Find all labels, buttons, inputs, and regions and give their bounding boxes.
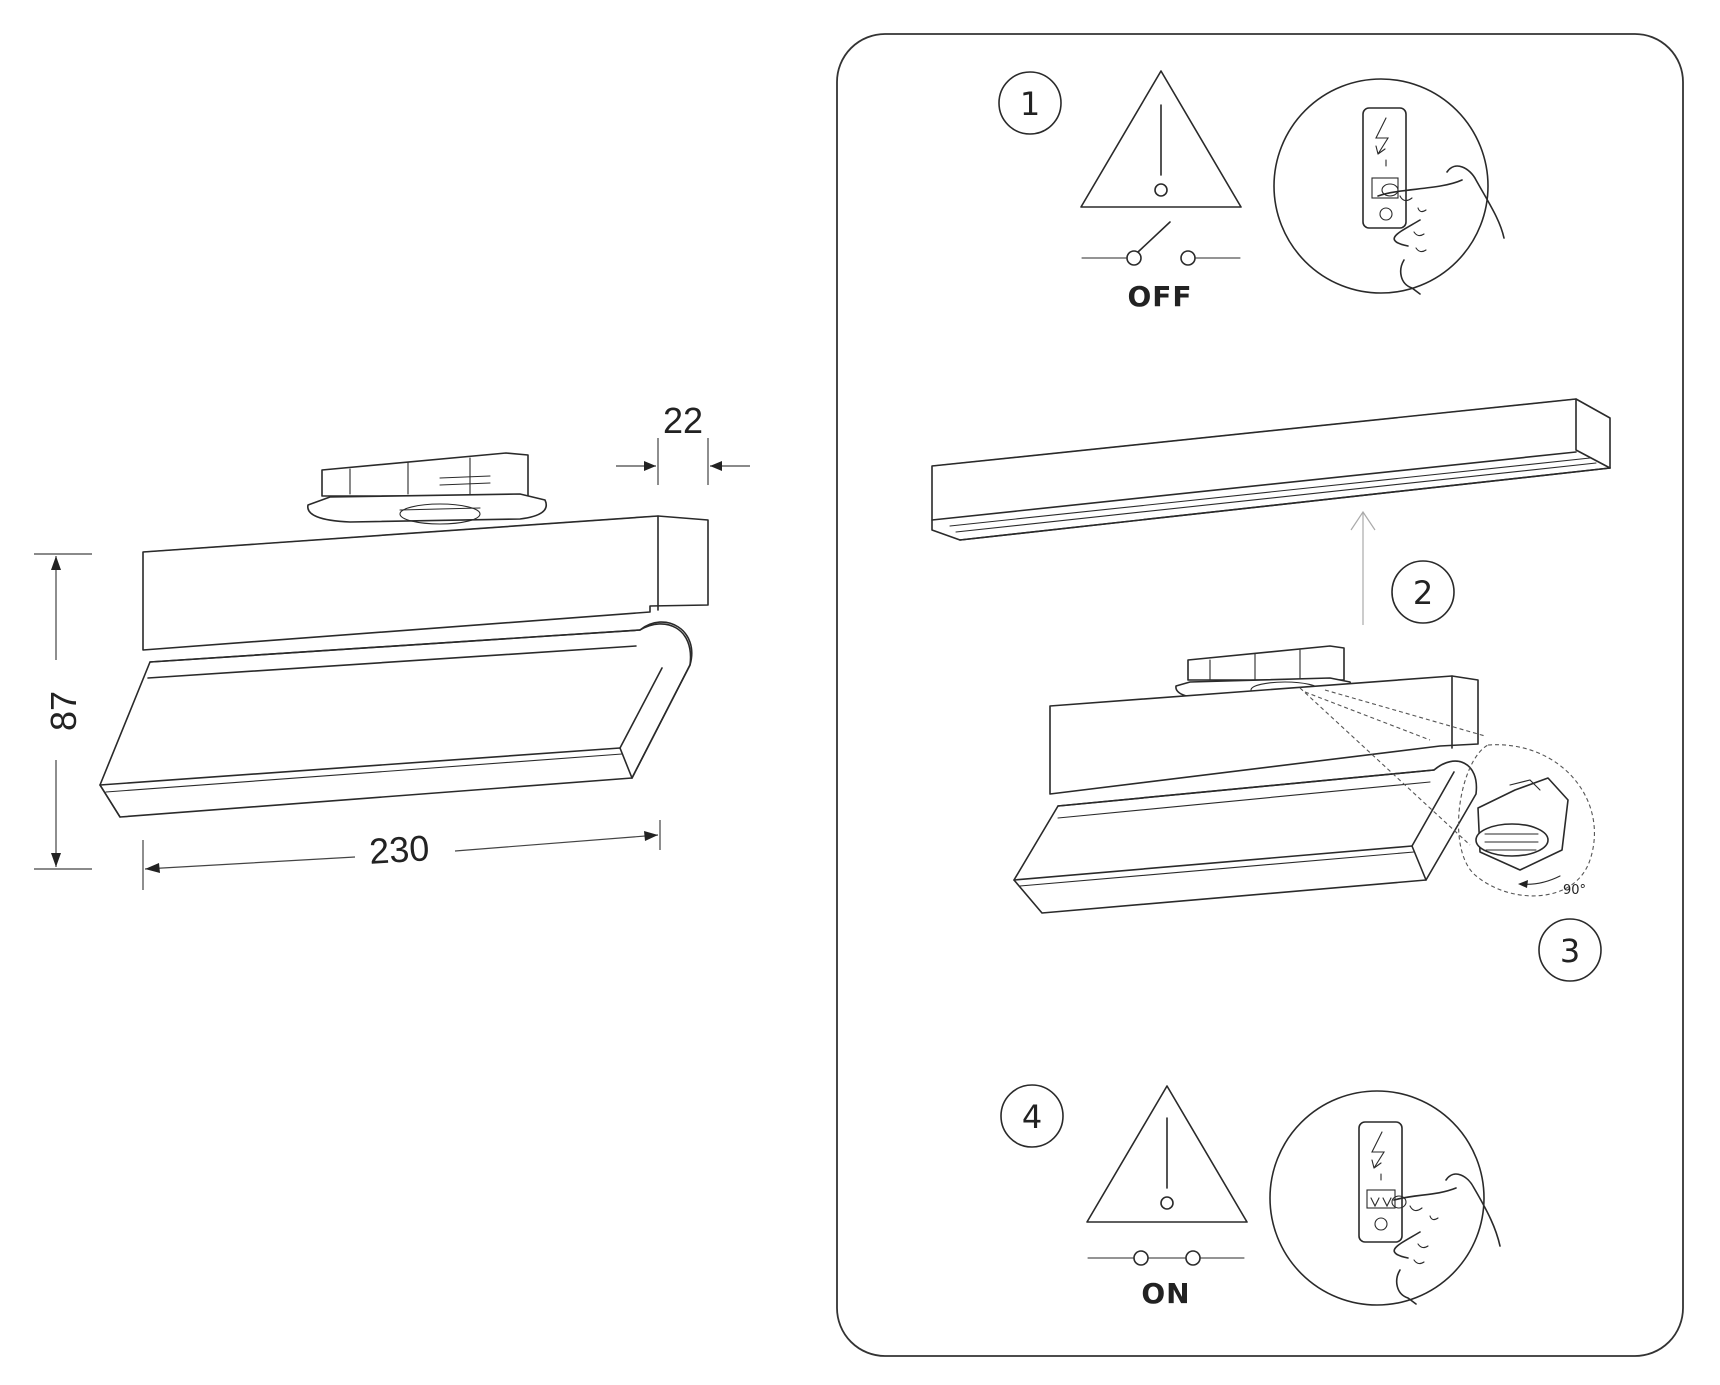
height-label: 87 (43, 691, 84, 731)
track-rail (931, 398, 1611, 541)
track-adapter (307, 452, 547, 525)
lightning-icon (1371, 1131, 1385, 1169)
fixture-housing (142, 515, 709, 651)
off-label: OFF (1127, 280, 1192, 313)
fixture-head (99, 621, 693, 818)
on-label: ON (1141, 1277, 1190, 1310)
width-label: 230 (368, 827, 430, 872)
step-1-badge (998, 71, 1062, 135)
step-1-number: 1 (1020, 85, 1040, 123)
step-4: 4 ON (1000, 1084, 1501, 1310)
step-4-number: 4 (1022, 1098, 1042, 1136)
step-4-badge (1000, 1084, 1064, 1148)
switch-open-icon (1081, 221, 1241, 266)
track-light-fixture (1013, 645, 1486, 914)
arrow-up-icon (1350, 510, 1376, 625)
warning-triangle-icon (1080, 70, 1242, 208)
step-1: 1 OFF (998, 70, 1505, 313)
switch-closed-icon (1087, 1250, 1245, 1266)
step-2-badge (1391, 560, 1455, 624)
breaker-off-illustration (1273, 78, 1505, 295)
lightning-icon (1375, 117, 1389, 155)
dim-height: 87 (34, 553, 92, 870)
dimensioned-fixture: 22 87 230 (34, 400, 750, 890)
step-2-number: 2 (1413, 574, 1433, 612)
depth-label: 22 (663, 400, 703, 441)
dim-depth: 22 (616, 400, 750, 485)
angle-label: 90° (1563, 883, 1586, 898)
dim-width: 230 (142, 820, 661, 890)
warning-triangle-icon (1086, 1085, 1248, 1223)
rotation-detail: 90° (1457, 744, 1595, 898)
step-3-number: 3 (1560, 932, 1580, 970)
breaker-on-illustration (1269, 1090, 1501, 1306)
step-3-badge (1538, 918, 1602, 982)
instructions-panel (836, 33, 1684, 1357)
